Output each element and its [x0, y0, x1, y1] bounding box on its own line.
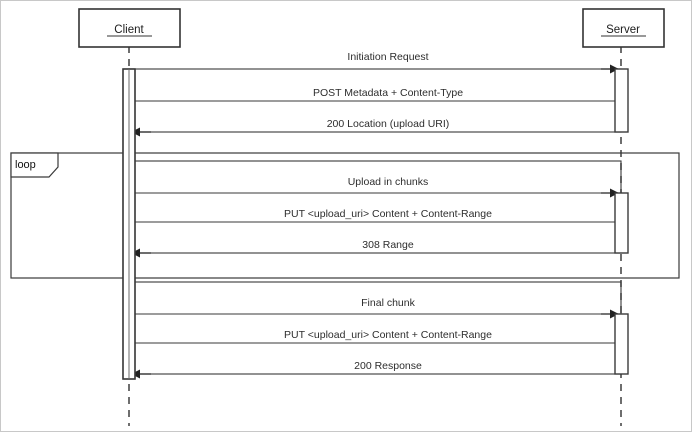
activation-server-2 — [614, 192, 629, 254]
note-initiation-request: Initiation Request — [347, 51, 428, 63]
fragment-loop-label: loop — [15, 159, 36, 171]
activation-server-1 — [614, 68, 629, 133]
message-label-put-chunk: PUT <upload_uri> Content + Content-Range — [284, 208, 492, 220]
participant-box-server[interactable]: Server — [582, 8, 665, 48]
message-label-308-range: 308 Range — [362, 239, 414, 251]
message-label-200-location: 200 Location (upload URI) — [327, 118, 450, 130]
message-label-200-response: 200 Response — [354, 360, 422, 372]
loop-operand-tab — [10, 152, 59, 178]
message-label-post-metadata: POST Metadata + Content-Type — [313, 87, 463, 99]
participant-box-client[interactable]: Client — [78, 8, 181, 48]
fragment-loop: loop — [10, 152, 680, 279]
note-upload-in-chunks: Upload in chunks — [348, 176, 429, 188]
participant-label-server: Server — [606, 24, 640, 36]
participant-label-client: Client — [114, 24, 144, 36]
message-label-put-final: PUT <upload_uri> Content + Content-Range — [284, 329, 492, 341]
note-final-chunk: Final chunk — [361, 297, 415, 309]
activation-client-overlay — [122, 68, 136, 380]
activation-server-3 — [614, 313, 629, 375]
